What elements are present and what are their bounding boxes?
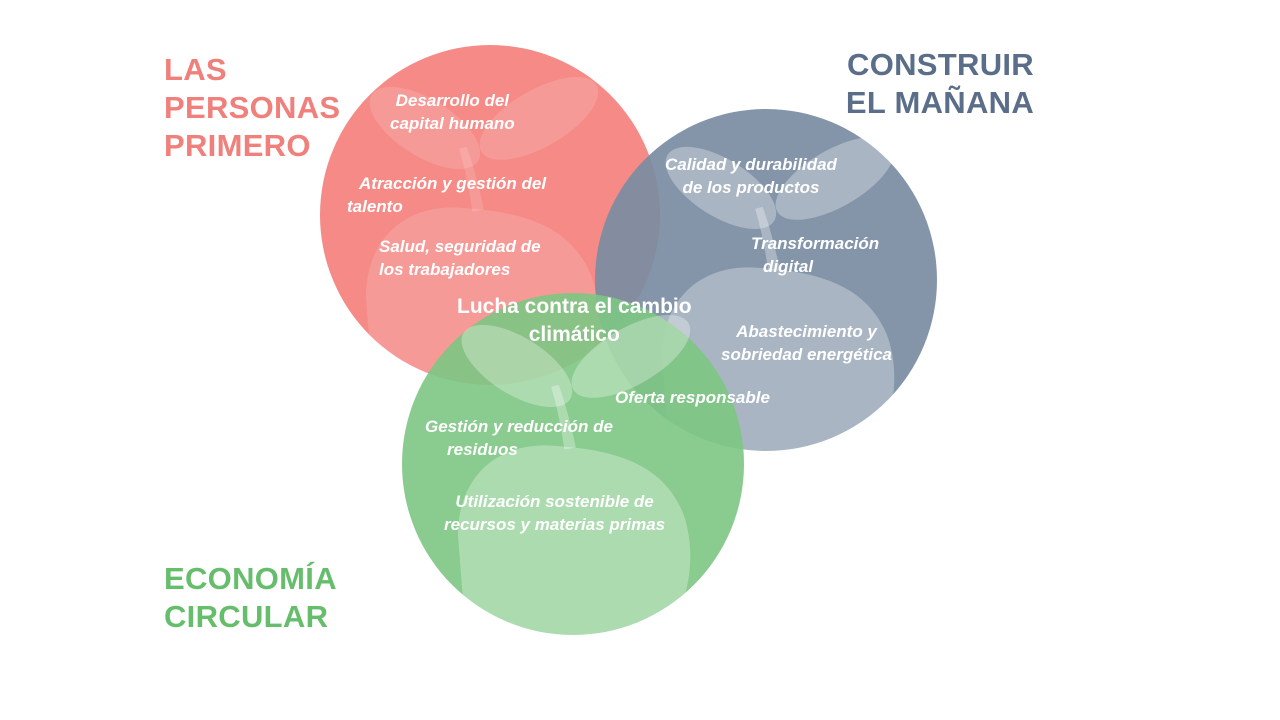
label-responsible-offer: Oferta responsable [615,388,770,407]
heading-circular-economy: ECONOMÍA CIRCULAR [164,561,337,634]
heading-build-tomorrow: CONSTRUIR EL MAÑANA [845,47,1034,120]
heading-people-first: LAS PERSONAS PRIMERO [164,52,341,163]
